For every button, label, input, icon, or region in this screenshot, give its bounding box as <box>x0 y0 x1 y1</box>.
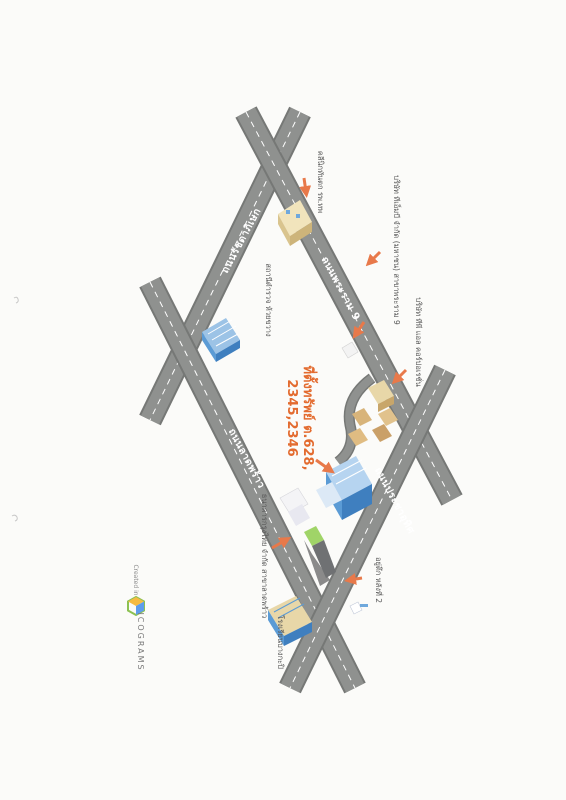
property-building[interactable] <box>316 456 372 520</box>
place-label-top: คลีนิกทันตก รพ.ทพ <box>316 151 325 213</box>
icograms-logo-icon <box>127 595 145 617</box>
roads-layer <box>139 106 463 694</box>
target-label-line2: 2345,2346 <box>284 379 299 456</box>
place-label-right: บริษัท ทีพี แอล คอร์ปอเรชั่น <box>414 297 424 386</box>
arrow-target <box>315 458 335 474</box>
building-bottom-office[interactable] <box>268 596 312 646</box>
target-label: ที่ตั้งทรัพย์ ต.628, 2345,2346 <box>284 365 319 470</box>
arrow-lower-right <box>344 573 363 585</box>
target-label-line1: ที่ตั้งทรัพย์ ต.628, <box>300 365 319 470</box>
access-lane <box>334 373 376 467</box>
building-green[interactable] <box>304 526 336 586</box>
place-label-bottom: โรงเรียนบางกะปิ <box>276 615 285 669</box>
buildings-layer <box>202 200 398 646</box>
place-label-left: สถานีตำรวจ ห้วยขวาง <box>264 263 273 337</box>
credit-created-in: Created in <box>132 564 139 595</box>
arrow-upper-right <box>365 250 382 267</box>
place-label-upper-right: บริษัท ทีเอ็มบี จำกัด (มหาชน) สาขาพระราม… <box>392 175 402 325</box>
place-labels: คลีนิกทันตก รพ.ทพ บริษัท ทีเอ็มบี จำกัด … <box>260 151 424 669</box>
building-left-office[interactable] <box>202 318 240 362</box>
arrow-right-mid <box>352 321 366 339</box>
place-label-lower-right: อยู่ตึก หลังที่ 2 <box>374 557 384 603</box>
place-label-lower-left: ธนาคารกรุงไทย จำกัด สาขาลาดพร้าว <box>260 494 269 619</box>
arrow-top <box>299 177 312 198</box>
building-right-cluster[interactable] <box>348 380 398 446</box>
credit: Created in ICOGRAMS <box>127 564 145 672</box>
building-top[interactable] <box>278 200 312 246</box>
building-white-lower[interactable] <box>279 487 310 526</box>
arrow-lower-left <box>271 537 292 550</box>
building-small-tower[interactable] <box>349 601 368 615</box>
arrows-layer <box>271 177 408 585</box>
scan-marks <box>11 296 19 522</box>
arrow-right <box>391 368 408 385</box>
road-bottom-right[interactable] <box>279 364 456 694</box>
credit-brand: ICOGRAMS <box>136 612 145 671</box>
building-small-white[interactable] <box>341 341 359 359</box>
